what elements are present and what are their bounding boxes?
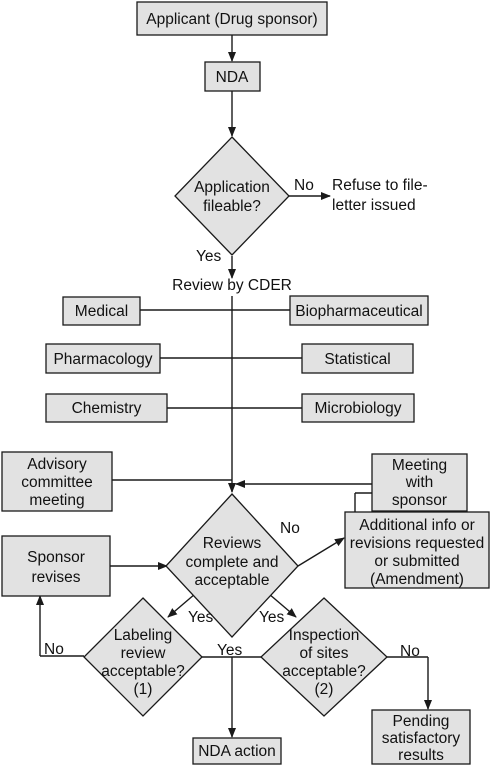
nda-action-label: NDA action — [198, 743, 276, 760]
pharmacology-box: Pharmacology — [45, 343, 161, 374]
fileable-label-line1: Application — [194, 179, 270, 196]
pending-label-line1: Pending — [393, 713, 450, 730]
edge-label-no-refuse: No — [294, 177, 314, 194]
refuse-label-line1: Refuse to file- — [332, 177, 428, 194]
pending-label-line3: results — [398, 747, 444, 764]
additional-info-box: Additional info or revisions requested o… — [344, 511, 490, 589]
additional-label-line2: revisions requested — [350, 535, 484, 552]
inspection-label-line3: acceptable? — [282, 663, 366, 680]
advisory-label-line1: Advisory — [27, 456, 87, 473]
sponsor-revises-label-line2: revises — [31, 569, 80, 586]
statistical-label: Statistical — [324, 351, 390, 368]
pending-label-line2: satisfactory — [382, 730, 461, 747]
inspection-decision: Inspection of sites acceptable? (2) — [260, 597, 388, 717]
reviews-label-line3: acceptable — [195, 572, 270, 589]
nda-label: NDA — [216, 69, 249, 86]
labeling-label-line1: Labeling — [114, 627, 173, 644]
statistical-box: Statistical — [301, 343, 414, 374]
edge-label-yes-fileable: Yes — [196, 248, 222, 265]
biopharmaceutical-box: Biopharmaceutical — [289, 295, 429, 326]
meeting-label-line3: sponsor — [392, 492, 447, 509]
refuse-label-line2: letter issued — [332, 197, 416, 214]
sponsor-revises-box: Sponsor revises — [1, 535, 111, 597]
labeling-label-line2: review — [121, 645, 167, 662]
labeling-label-line3: acceptable? — [101, 663, 185, 680]
chemistry-label: Chemistry — [72, 400, 142, 417]
applicant-box: Applicant (Drug sponsor) — [136, 1, 328, 36]
labeling-review-decision: Labeling review acceptable? (1) — [83, 597, 203, 717]
edge-label-no-labeling: No — [44, 641, 64, 658]
medical-box: Medical — [62, 296, 141, 326]
sponsor-revises-label-line1: Sponsor — [27, 549, 85, 566]
edge-label-yes-action: Yes — [217, 642, 243, 659]
edge-label-yes-labeling: Yes — [188, 609, 214, 626]
advisory-label-line3: meeting — [29, 492, 84, 509]
inspection-label-line1: Inspection — [289, 627, 360, 644]
meeting-label-line1: Meeting — [392, 457, 447, 474]
additional-label-line4: (Amendment) — [370, 571, 464, 588]
meeting-with-sponsor-box: Meeting with sponsor — [371, 453, 468, 512]
pharmacology-label: Pharmacology — [53, 351, 152, 368]
arrow-reviews-to-additional — [297, 537, 345, 567]
nda-box: NDA — [204, 61, 261, 92]
applicant-label: Applicant (Drug sponsor) — [146, 11, 317, 28]
microbiology-box: Microbiology — [301, 393, 415, 423]
labeling-label-line4: (1) — [134, 681, 153, 698]
connectors — [36, 35, 432, 738]
nda-action-box: NDA action — [192, 737, 282, 765]
chemistry-box: Chemistry — [45, 393, 168, 423]
fileable-label-line2: fileable? — [203, 198, 261, 215]
edge-label-no-inspection: No — [400, 643, 420, 660]
reviews-label-line1: Reviews — [203, 535, 262, 552]
advisory-committee-box: Advisory committee meeting — [1, 451, 113, 512]
biopharmaceutical-label: Biopharmaceutical — [295, 303, 423, 320]
pending-results-box: Pending satisfactory results — [371, 709, 471, 765]
inspection-label-line4: (2) — [315, 681, 334, 698]
additional-label-line1: Additional info or — [359, 517, 474, 534]
review-by-cder-label: Review by CDER — [172, 277, 292, 294]
edge-label-no-reviews: No — [280, 520, 300, 537]
inspection-label-line2: of sites — [299, 645, 348, 662]
additional-label-line3: or submitted — [374, 553, 459, 570]
medical-label: Medical — [75, 303, 128, 320]
reviews-complete-decision: Reviews complete and acceptable — [165, 493, 299, 638]
fileable-decision: Application fileable? — [174, 136, 290, 256]
meeting-label-line2: with — [405, 474, 434, 491]
microbiology-label: Microbiology — [314, 400, 401, 417]
reviews-label-line2: complete and — [185, 554, 278, 571]
advisory-label-line2: committee — [21, 474, 93, 491]
edge-label-yes-inspection: Yes — [259, 609, 285, 626]
